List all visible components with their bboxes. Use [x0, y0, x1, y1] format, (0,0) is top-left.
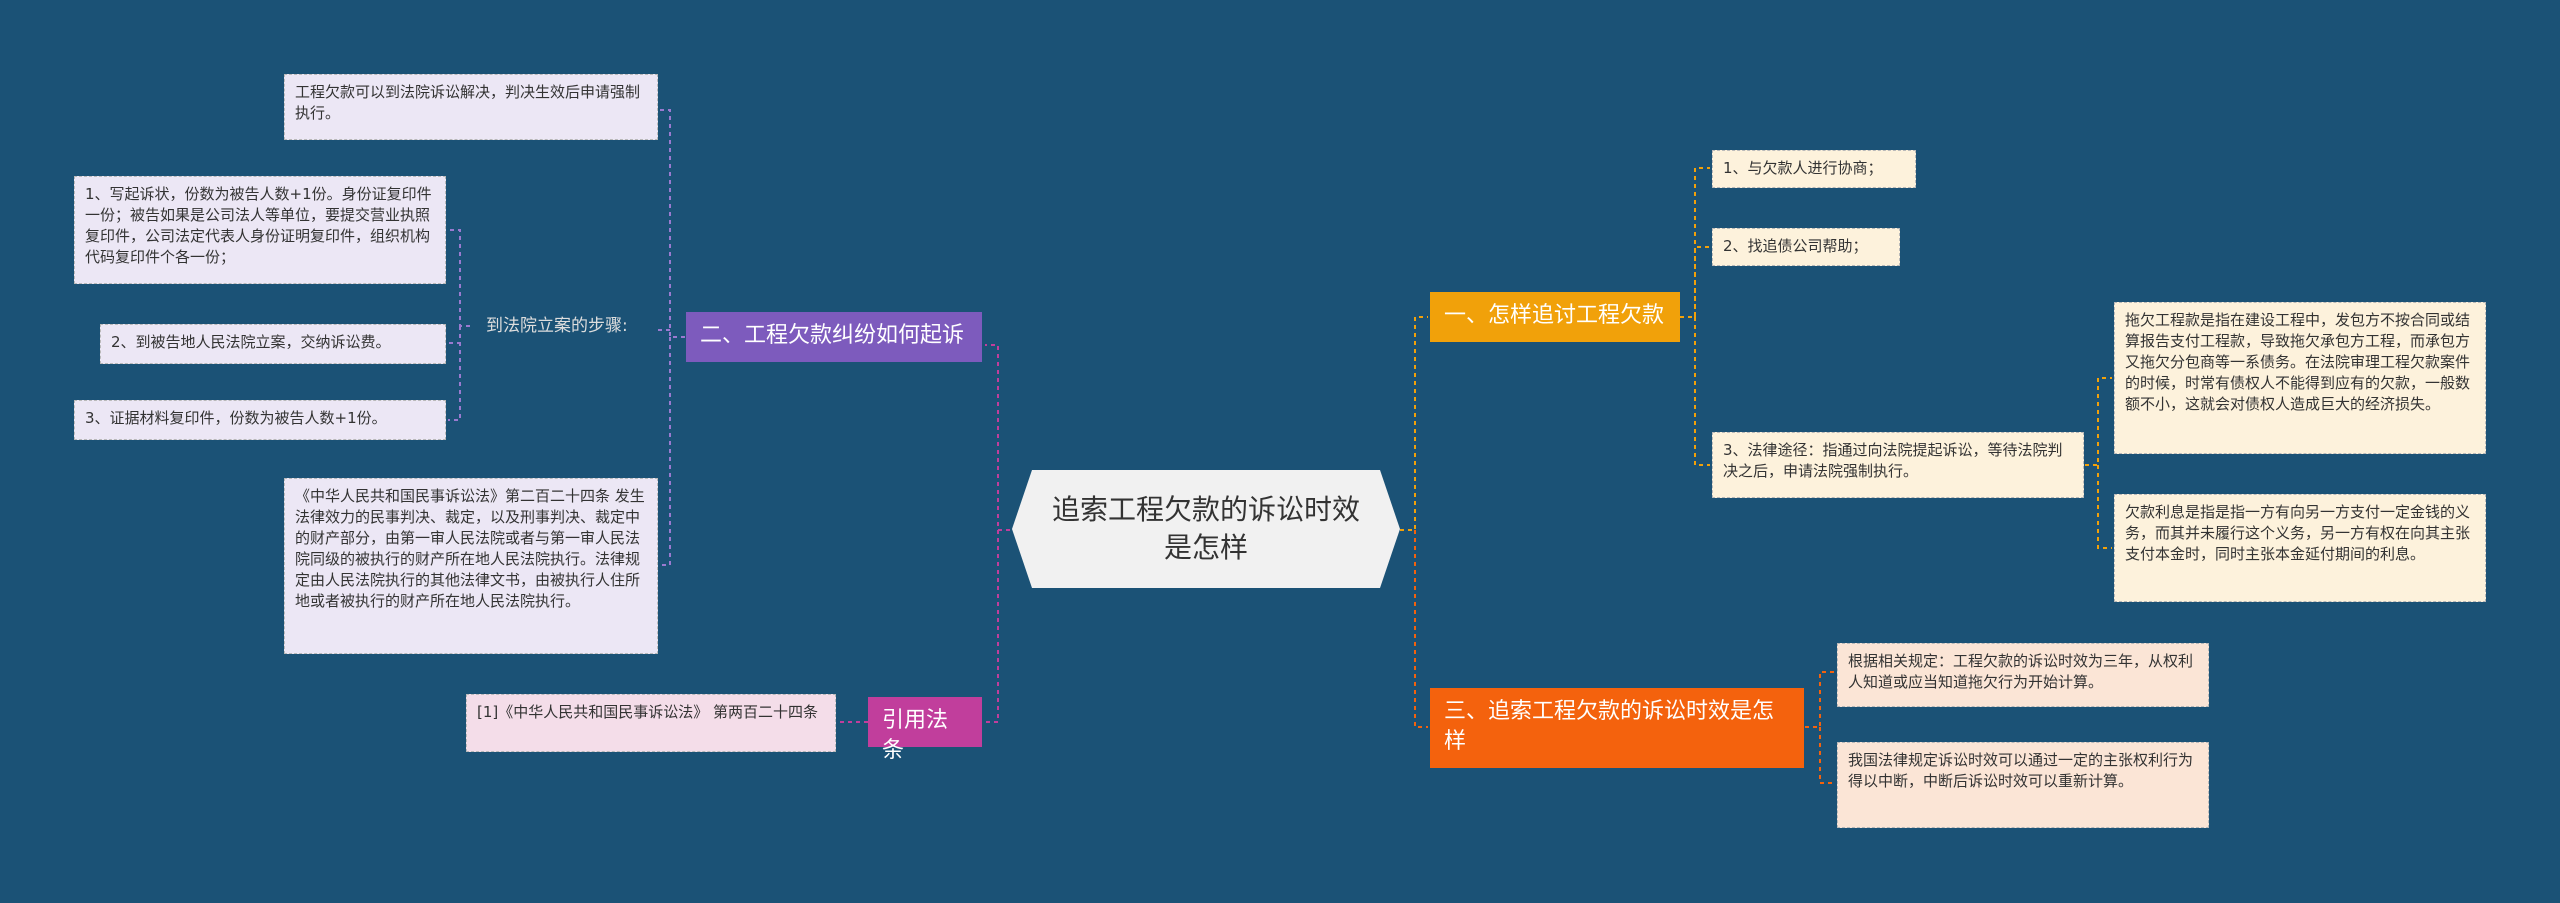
method-negotiate[interactable]: 1、与欠款人进行协商；	[1712, 150, 1916, 188]
edge-root-left-branch2	[985, 530, 999, 723]
branch-how-to-recover[interactable]: 一、怎样追讨工程欠款	[1430, 292, 1680, 342]
steps-label-text: 到法院立案的步骤:	[486, 316, 628, 336]
note-interest-definition-text: 欠款利息是指是指一方有向另一方支付一定金钱的义务，而其并未履行这个义务，另一方有…	[2125, 503, 2471, 563]
law-article-note[interactable]: 《中华人民共和国民事诉讼法》第二百二十四条 发生法律效力的民事判决、裁定，以及刑…	[284, 478, 658, 654]
edge-root-left-branch1	[985, 344, 1010, 531]
root-title: 追索工程欠款的诉讼时效是怎样	[1051, 493, 1360, 564]
law-reference[interactable]: [1]《中华人民共和国民事诉讼法》 第两百二十四条	[466, 694, 836, 752]
law-reference-text: [1]《中华人民共和国民事诉讼法》 第两百二十四条	[477, 703, 819, 721]
note-interruption[interactable]: 我国法律规定诉讼时效可以通过一定的主张权利行为得以中断，中断后诉讼时效可以重新计…	[1837, 742, 2209, 828]
branch-cited-law-label: 引用法条	[882, 708, 949, 763]
note-three-years[interactable]: 根据相关规定：工程欠款的诉讼时效为三年，从权利人知道或应当知道拖欠行为开始计算。	[1837, 643, 2209, 707]
edge-rb2-notes	[1805, 671, 1835, 784]
method-legal-text: 3、法律途径：指通过向法院提起诉讼，等待法院判决之后，申请法院强制执行。	[1723, 441, 2063, 480]
step-3-text: 3、证据材料复印件，份数为被告人数+1份。	[85, 409, 387, 427]
step-2[interactable]: 2、到被告地人民法院立案，交纳诉讼费。	[100, 324, 446, 364]
method-negotiate-text: 1、与欠款人进行协商；	[1723, 159, 1883, 177]
edge-steps-items	[448, 229, 470, 421]
method-legal[interactable]: 3、法律途径：指通过向法院提起诉讼，等待法院判决之后，申请法院强制执行。	[1712, 432, 2084, 498]
edge-rb1-items	[1680, 167, 1710, 466]
law-article-note-text: 《中华人民共和国民事诉讼法》第二百二十四条 发生法律效力的民事判决、裁定，以及刑…	[295, 487, 645, 610]
step-2-text: 2、到被告地人民法院立案，交纳诉讼费。	[111, 333, 391, 351]
root-topic[interactable]: 追索工程欠款的诉讼时效是怎样	[1012, 470, 1400, 588]
edge-item3-notes	[2085, 377, 2112, 549]
step-3[interactable]: 3、证据材料复印件，份数为被告人数+1份。	[74, 400, 446, 440]
branch-how-to-sue[interactable]: 二、工程欠款纠纷如何起诉	[686, 312, 982, 362]
edge-root-right-branch2	[1414, 530, 1428, 728]
method-collection-agency-text: 2、找追债公司帮助；	[1723, 237, 1868, 255]
branch-limitation-period[interactable]: 三、追索工程欠款的诉讼时效是怎样	[1430, 688, 1804, 768]
note-interest-definition[interactable]: 欠款利息是指是指一方有向另一方支付一定金钱的义务，而其并未履行这个义务，另一方有…	[2114, 494, 2486, 602]
note-interruption-text: 我国法律规定诉讼时效可以通过一定的主张权利行为得以中断，中断后诉讼时效可以重新计…	[1848, 751, 2194, 790]
note-court-enforcement[interactable]: 工程欠款可以到法院诉讼解决，判决生效后申请强制执行。	[284, 74, 658, 140]
note-court-enforcement-text: 工程欠款可以到法院诉讼解决，判决生效后申请强制执行。	[295, 83, 641, 122]
edge-lb1-law	[660, 337, 671, 566]
step-1-text: 1、写起诉状，份数为被告人数+1份。身份证复印件一份；被告如果是公司法人等单位，…	[85, 185, 432, 266]
branch-how-to-recover-label: 一、怎样追讨工程欠款	[1444, 303, 1665, 328]
branch-how-to-sue-label: 二、工程欠款纠纷如何起诉	[700, 323, 965, 348]
steps-label[interactable]: 到法院立案的步骤:	[476, 314, 654, 340]
note-three-years-text: 根据相关规定：工程欠款的诉讼时效为三年，从权利人知道或应当知道拖欠行为开始计算。	[1848, 652, 2194, 691]
edge-root-right-branch1	[1400, 316, 1428, 531]
branch-limitation-period-label: 三、追索工程欠款的诉讼时效是怎样	[1444, 699, 1775, 754]
edge-lb1-top	[660, 109, 685, 338]
method-collection-agency[interactable]: 2、找追债公司帮助；	[1712, 228, 1900, 266]
branch-cited-law[interactable]: 引用法条	[868, 697, 982, 763]
note-unpaid-definition-text: 拖欠工程款是指在建设工程中，发包方不按合同或结算报告支付工程款，导致拖欠承包方工…	[2125, 311, 2471, 413]
step-1[interactable]: 1、写起诉状，份数为被告人数+1份。身份证复印件一份；被告如果是公司法人等单位，…	[74, 176, 446, 284]
note-unpaid-definition[interactable]: 拖欠工程款是指在建设工程中，发包方不按合同或结算报告支付工程款，导致拖欠承包方工…	[2114, 302, 2486, 454]
